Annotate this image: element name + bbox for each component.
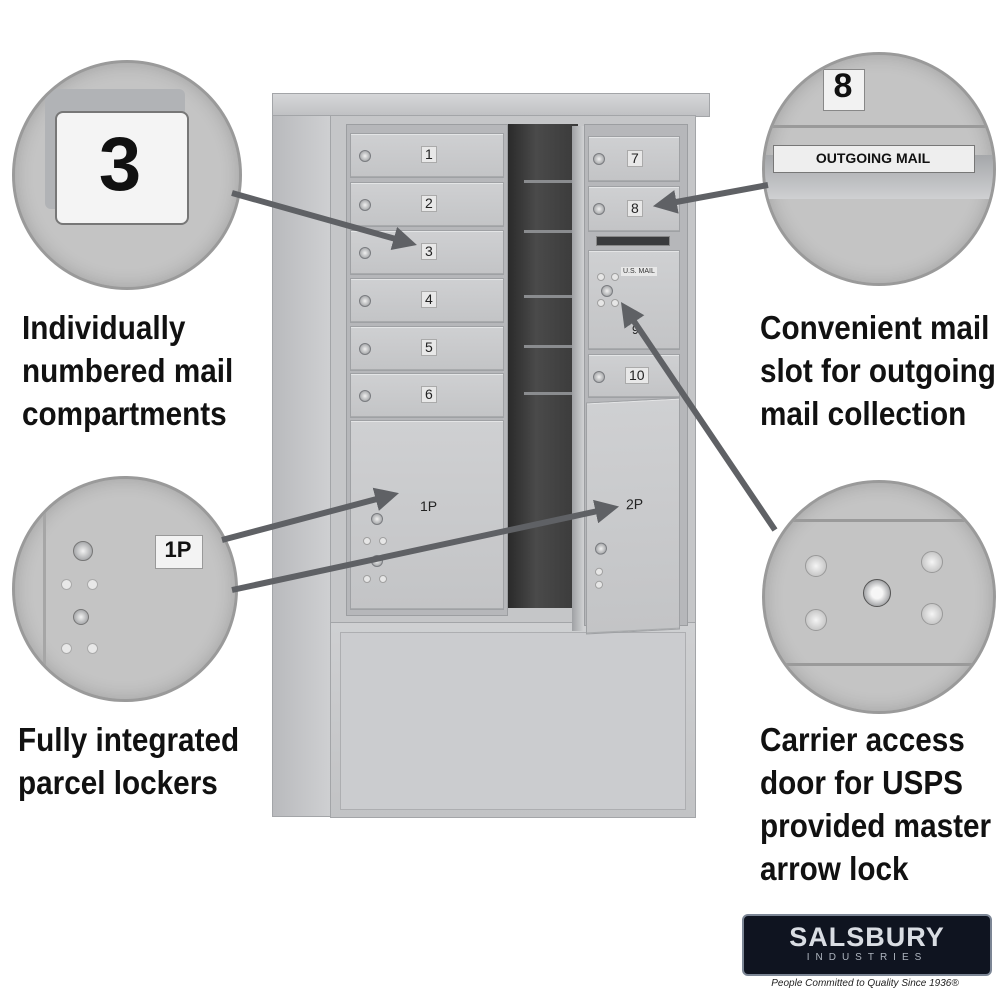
compartment-door-7[interactable]: 7 [588, 136, 680, 182]
door-number: 6 [421, 386, 437, 403]
callout-parcel-lockers: Fully integrated parcel lockers [18, 721, 240, 801]
arrow-to-carrier-lock [620, 302, 778, 532]
lock-icon [359, 343, 371, 355]
arrow-to-compartment [231, 190, 417, 251]
lock-icon [359, 199, 371, 211]
lock-icon [73, 541, 93, 561]
logo-wordmark: SALSBURY [789, 922, 945, 952]
door-number: 2 [421, 195, 437, 212]
cabinet-side [272, 115, 332, 817]
zoom-number-plate [55, 111, 189, 225]
callout-numbered-compartments: Individually numbered mail compartments [22, 309, 234, 432]
door-number: 7 [627, 150, 643, 167]
arrow-to-parcel-1p [221, 487, 399, 543]
arrow-lock-icon [863, 579, 891, 607]
lock-icon [359, 150, 371, 162]
door-number: 4 [421, 291, 437, 308]
compartment-door-5[interactable]: 5 [350, 326, 504, 371]
lock-icon [73, 609, 89, 625]
carrier-door-edge[interactable] [572, 126, 584, 631]
door-number: 3 [421, 243, 437, 260]
door-number: 5 [421, 339, 437, 356]
door-number: 10 [625, 367, 649, 384]
zoom-outgoing-label: OUTGOING MAIL [815, 150, 931, 166]
compartment-door-3[interactable]: 3 [350, 230, 504, 275]
arrow-to-outgoing [652, 182, 769, 214]
zoom-circle-compartment-number: 3 [12, 60, 242, 290]
usps-label: U.S. MAIL [621, 267, 657, 276]
lock-icon [593, 203, 605, 215]
salsbury-logo: SALSBURY INDUSTRIES [742, 914, 992, 976]
lock-icon [593, 371, 605, 383]
logo-subtitle: INDUSTRIES [806, 952, 928, 963]
compartment-door-2[interactable]: 2 [350, 182, 504, 227]
lock-icon [593, 153, 605, 165]
arrow-to-parcel-2p [231, 499, 620, 593]
zoom-circle-outgoing-mail: 8 OUTGOING MAIL [762, 52, 996, 286]
door-number: 1 [421, 146, 437, 163]
lock-icon [371, 513, 383, 525]
base-panel [340, 632, 686, 810]
parcel-locker-1p[interactable]: 1P [350, 420, 504, 610]
parcel-number: 1P [420, 498, 438, 514]
door-number: 8 [627, 200, 643, 217]
lock-icon [359, 247, 371, 259]
compartment-door-10[interactable]: 10 [588, 354, 680, 398]
lock-icon [359, 295, 371, 307]
brand-tagline: People Committed to Quality Since 1936® [771, 978, 959, 989]
zoom-parcel-label: 1P [164, 537, 192, 562]
arrow-lock-icon [601, 285, 613, 297]
callout-carrier-access: Carrier access door for USPS provided ma… [760, 721, 992, 887]
zoom-compartment-number: 3 [98, 122, 142, 207]
outgoing-mail-slot[interactable] [596, 236, 670, 246]
compartment-door-1[interactable]: 1 [350, 133, 504, 178]
compartment-door-6[interactable]: 6 [350, 373, 504, 418]
compartment-door-4[interactable]: 4 [350, 278, 504, 323]
zoom-circle-parcel-locker: 1P [12, 476, 238, 702]
zoom-circle-carrier-lock [762, 480, 996, 714]
callout-outgoing-slot: Convenient mail slot for outgoing mail c… [760, 309, 996, 432]
carrier-access-door[interactable]: U.S. MAIL 9 [588, 250, 680, 350]
zoom-outgoing-number: 8 [833, 67, 853, 105]
lock-icon [359, 390, 371, 402]
door-number: 9 [632, 323, 639, 337]
